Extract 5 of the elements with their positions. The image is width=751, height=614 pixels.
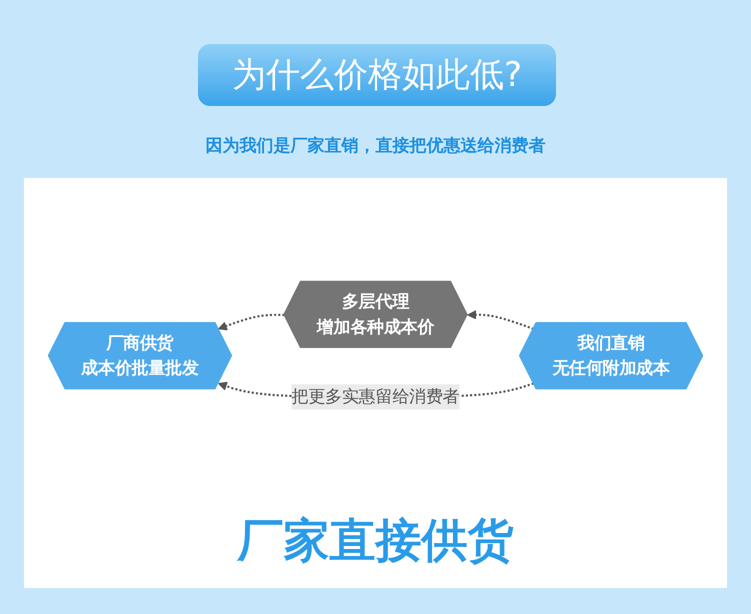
slogan: 厂家直接供货 [236, 512, 514, 569]
edge-label: 把更多实惠留给消费者 [292, 386, 460, 406]
title-banner: 为什么价格如此低? [198, 44, 556, 106]
arrow [218, 313, 284, 330]
subtitle: 因为我们是厂家直销，直接把优惠送给消费者 [204, 135, 546, 157]
